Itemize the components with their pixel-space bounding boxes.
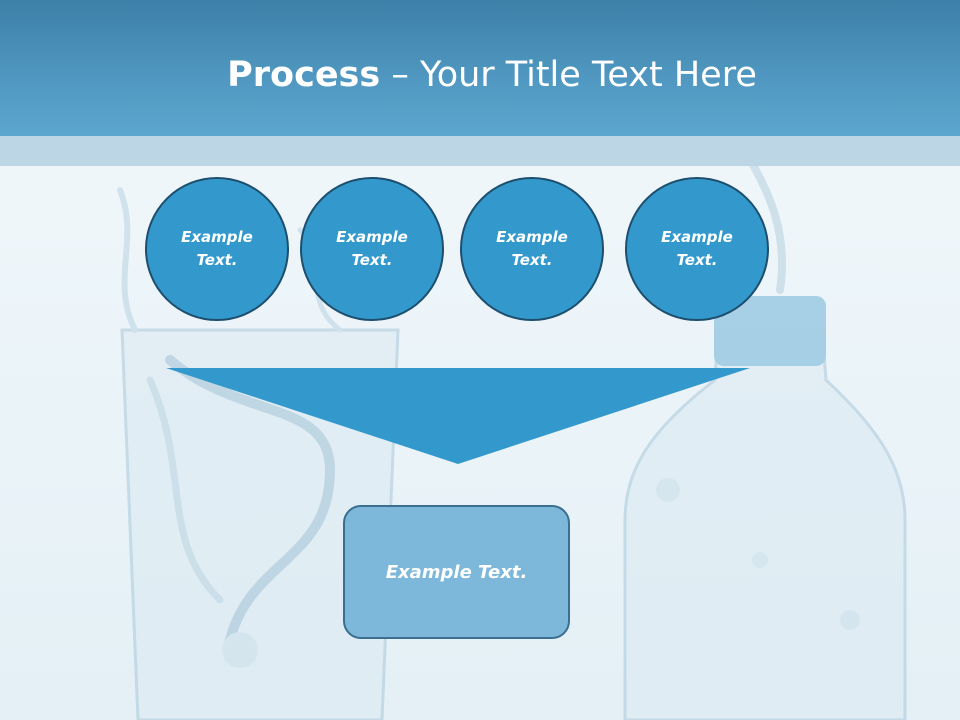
process-step-1-line1: Example [181,228,253,246]
glass-illustration [117,187,400,720]
process-step-2-line1: Example [336,228,408,246]
title-bar-underline-strip [0,136,960,166]
process-step-2-line2: Text. [351,251,393,269]
process-step-4-line1: Example [661,228,733,246]
process-step-circle-1: Example Text. [145,177,289,321]
process-step-3-line1: Example [496,228,568,246]
process-step-circle-3: Example Text. [460,177,604,321]
result-box-label: Example Text. [385,561,528,583]
slide-title-rest: – Your Title Text Here [380,55,757,95]
process-step-3-line2: Text. [511,251,553,269]
process-step-circle-4: Example Text. [625,177,769,321]
bottle-illustration [623,136,907,720]
title-bar [0,0,960,136]
process-step-4-line2: Text. [676,251,718,269]
process-step-circle-2: Example Text. [300,177,444,321]
slide-title: Process – Your Title Text Here [0,52,960,98]
result-box: Example Text. [343,505,570,639]
slide-title-bold: Process [227,55,381,95]
process-step-1-line2: Text. [196,251,238,269]
